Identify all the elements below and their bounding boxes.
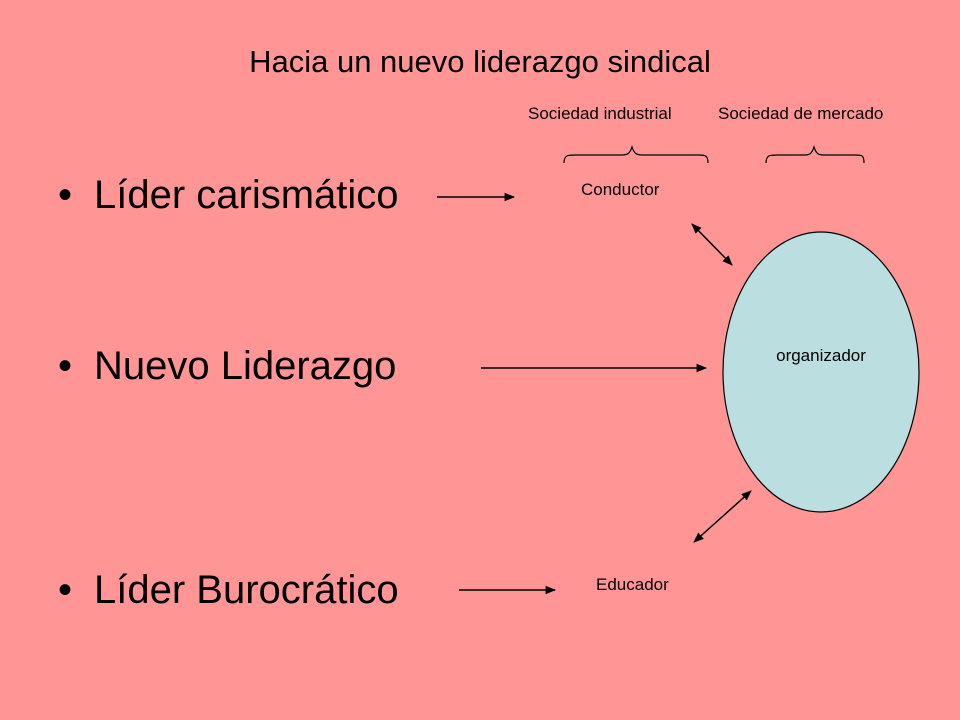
label-educador: Educador: [596, 575, 669, 594]
arrow-educador-organizador: [693, 490, 752, 543]
bullet-dot: •: [58, 344, 73, 388]
brace-sociedad-mercado: [765, 145, 865, 164]
bullet-text: Nuevo Liderazgo: [94, 344, 397, 388]
label-organizador: organizador: [776, 346, 866, 365]
bullet-dot: •: [58, 568, 73, 612]
organizador-ellipse: [722, 231, 920, 513]
bullet-item-nuevo-liderazgo: • Nuevo Liderazgo: [58, 343, 396, 389]
slide-title: Hacia un nuevo liderazgo sindical: [249, 44, 711, 79]
arrow-conductor-organizador: [691, 223, 733, 266]
label-sociedad-industrial: Sociedad industrial: [528, 104, 672, 123]
bullet-text: Líder Burocrático: [94, 568, 399, 612]
label-conductor: Conductor: [581, 180, 660, 199]
label-sociedad-mercado: Sociedad de mercado: [718, 104, 884, 123]
brace-sociedad-industrial: [563, 145, 709, 164]
bullet-text: Líder carismático: [94, 173, 399, 217]
bullet-item-lider-carismatico: • Líder carismático: [58, 172, 399, 218]
bullet-dot: •: [58, 173, 73, 217]
bullet-item-lider-burocratico: • Líder Burocrático: [58, 567, 399, 613]
